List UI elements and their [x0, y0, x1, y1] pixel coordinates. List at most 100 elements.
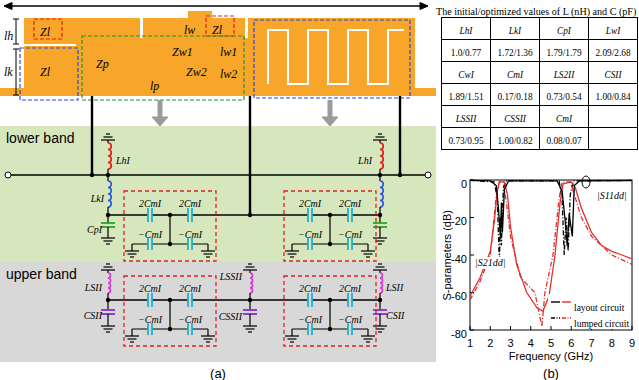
table-cell: LhI — [442, 18, 491, 40]
tick-label-holder: 1 — [467, 333, 473, 351]
ground-symbol — [366, 256, 370, 257]
table-text: 1.0/0.77 — [451, 48, 481, 58]
component-label: −CmI — [298, 229, 322, 241]
junction-dot — [328, 242, 332, 246]
ground-symbol — [104, 136, 113, 137]
ground-symbol — [376, 328, 385, 329]
wire — [107, 227, 108, 238]
ground-symbol — [288, 338, 297, 339]
tick-label: 6 — [568, 337, 574, 350]
layout-label-holder: lw2 — [220, 64, 237, 82]
curve-label: |S21dd| — [474, 257, 507, 269]
layout-label: lp — [150, 80, 159, 94]
tick-label-holder: -40 — [451, 249, 467, 267]
capacitor-symbol — [373, 309, 387, 311]
tick-label-holder: 8 — [609, 333, 615, 351]
table-text: CSII — [604, 70, 621, 80]
ground-symbol — [106, 331, 110, 332]
dimension-line — [16, 49, 17, 95]
table-text: CmI — [556, 114, 572, 124]
value-table: LhILkICpILwI1.0/0.771.72/1.361.79/1.792.… — [441, 17, 638, 150]
component-label: CSSII — [219, 311, 242, 323]
dashed-outline — [284, 276, 376, 346]
tick-label: 9 — [629, 337, 635, 350]
table-cell: 0.08/0.07 — [540, 128, 589, 150]
wire — [379, 227, 380, 238]
arrow-head — [4, 3, 12, 10]
upper-band-ground — [0, 262, 436, 362]
capacitor-symbol — [147, 293, 149, 307]
wire — [367, 329, 368, 336]
main-line — [8, 174, 428, 175]
slot — [24, 44, 76, 46]
ground-symbol — [361, 335, 375, 336]
capacitor-symbol — [187, 208, 189, 222]
dashed-outline — [284, 191, 376, 261]
component-label: CSII — [84, 310, 102, 322]
component-label-holder: LhI — [358, 150, 372, 168]
table-cell: CmI — [540, 106, 589, 128]
junction-dot — [328, 327, 332, 331]
component-label: 2CmI — [339, 283, 361, 295]
pointer-arrow — [322, 117, 338, 126]
component-label-holder: CSII — [84, 305, 102, 323]
band-region: upper band — [0, 262, 436, 362]
tick-label-holder: -20 — [451, 211, 467, 229]
axis-title-holder: Frequency (GHz) — [509, 346, 593, 364]
axis-tick — [632, 326, 633, 330]
capacitor-symbol — [147, 208, 149, 222]
dimension-line — [13, 19, 19, 20]
table-row: LSSIICSSIICmI — [442, 106, 638, 128]
s11-layout-curve — [470, 180, 632, 245]
table-cell: 0.17/0.18 — [491, 84, 540, 106]
junction-dot — [328, 213, 332, 217]
legend-text: layout circuit — [574, 303, 624, 314]
junction-dot — [168, 242, 172, 246]
port-terminal — [425, 172, 431, 178]
component-label: −CmI — [338, 229, 362, 241]
axis-tick — [470, 255, 474, 256]
table-text: 1.72/1.36 — [497, 48, 532, 58]
table-cell: 1.72/1.36 — [491, 40, 540, 62]
legend-sample — [562, 301, 571, 302]
layout-label-holder: lk — [4, 62, 13, 80]
junction-dot — [168, 298, 172, 302]
tick-label-holder: 7 — [588, 333, 594, 351]
band-region: lower band — [0, 126, 436, 262]
ground-symbol — [243, 325, 257, 326]
capacitor-symbol — [307, 208, 309, 222]
table-text: LwI — [606, 26, 620, 36]
component-label: LkI — [91, 193, 104, 205]
capacitor-symbol — [311, 293, 313, 307]
junction-dot — [328, 298, 332, 302]
capacitor-symbol — [307, 293, 309, 307]
wire — [379, 314, 380, 326]
curve-label-holder: |S11dd| — [596, 185, 628, 203]
ground-symbol — [378, 263, 382, 264]
curve-label: |S11dd| — [596, 190, 628, 202]
axis-tick — [530, 326, 531, 330]
axis-tick — [551, 326, 552, 330]
junction-dot — [398, 173, 402, 177]
ground-symbol — [104, 240, 113, 241]
ground-symbol — [373, 325, 387, 326]
inductor-symbol — [108, 273, 111, 293]
layout-label: lw1 — [220, 46, 237, 60]
table-text: 2.09/2.68 — [595, 48, 630, 58]
wire — [329, 300, 330, 329]
capacitor-symbol — [351, 208, 353, 222]
table-text: 0.08/0.07 — [546, 136, 581, 146]
table-text: LhI — [460, 26, 473, 36]
component-label: 2CmI — [339, 198, 361, 210]
table-title: The initial/optimized values of L (nH) a… — [436, 6, 636, 18]
inductor-symbol — [108, 143, 111, 169]
junction-dot — [168, 327, 172, 331]
table-cell: 1.89/1.51 — [442, 84, 491, 106]
wire — [367, 244, 368, 251]
component-label: CSII — [386, 310, 404, 322]
table-cell — [589, 106, 638, 128]
tick-label-holder: -60 — [451, 286, 467, 304]
tick-label-holder: 0 — [461, 174, 467, 192]
tick-label-holder: 3 — [507, 333, 513, 351]
